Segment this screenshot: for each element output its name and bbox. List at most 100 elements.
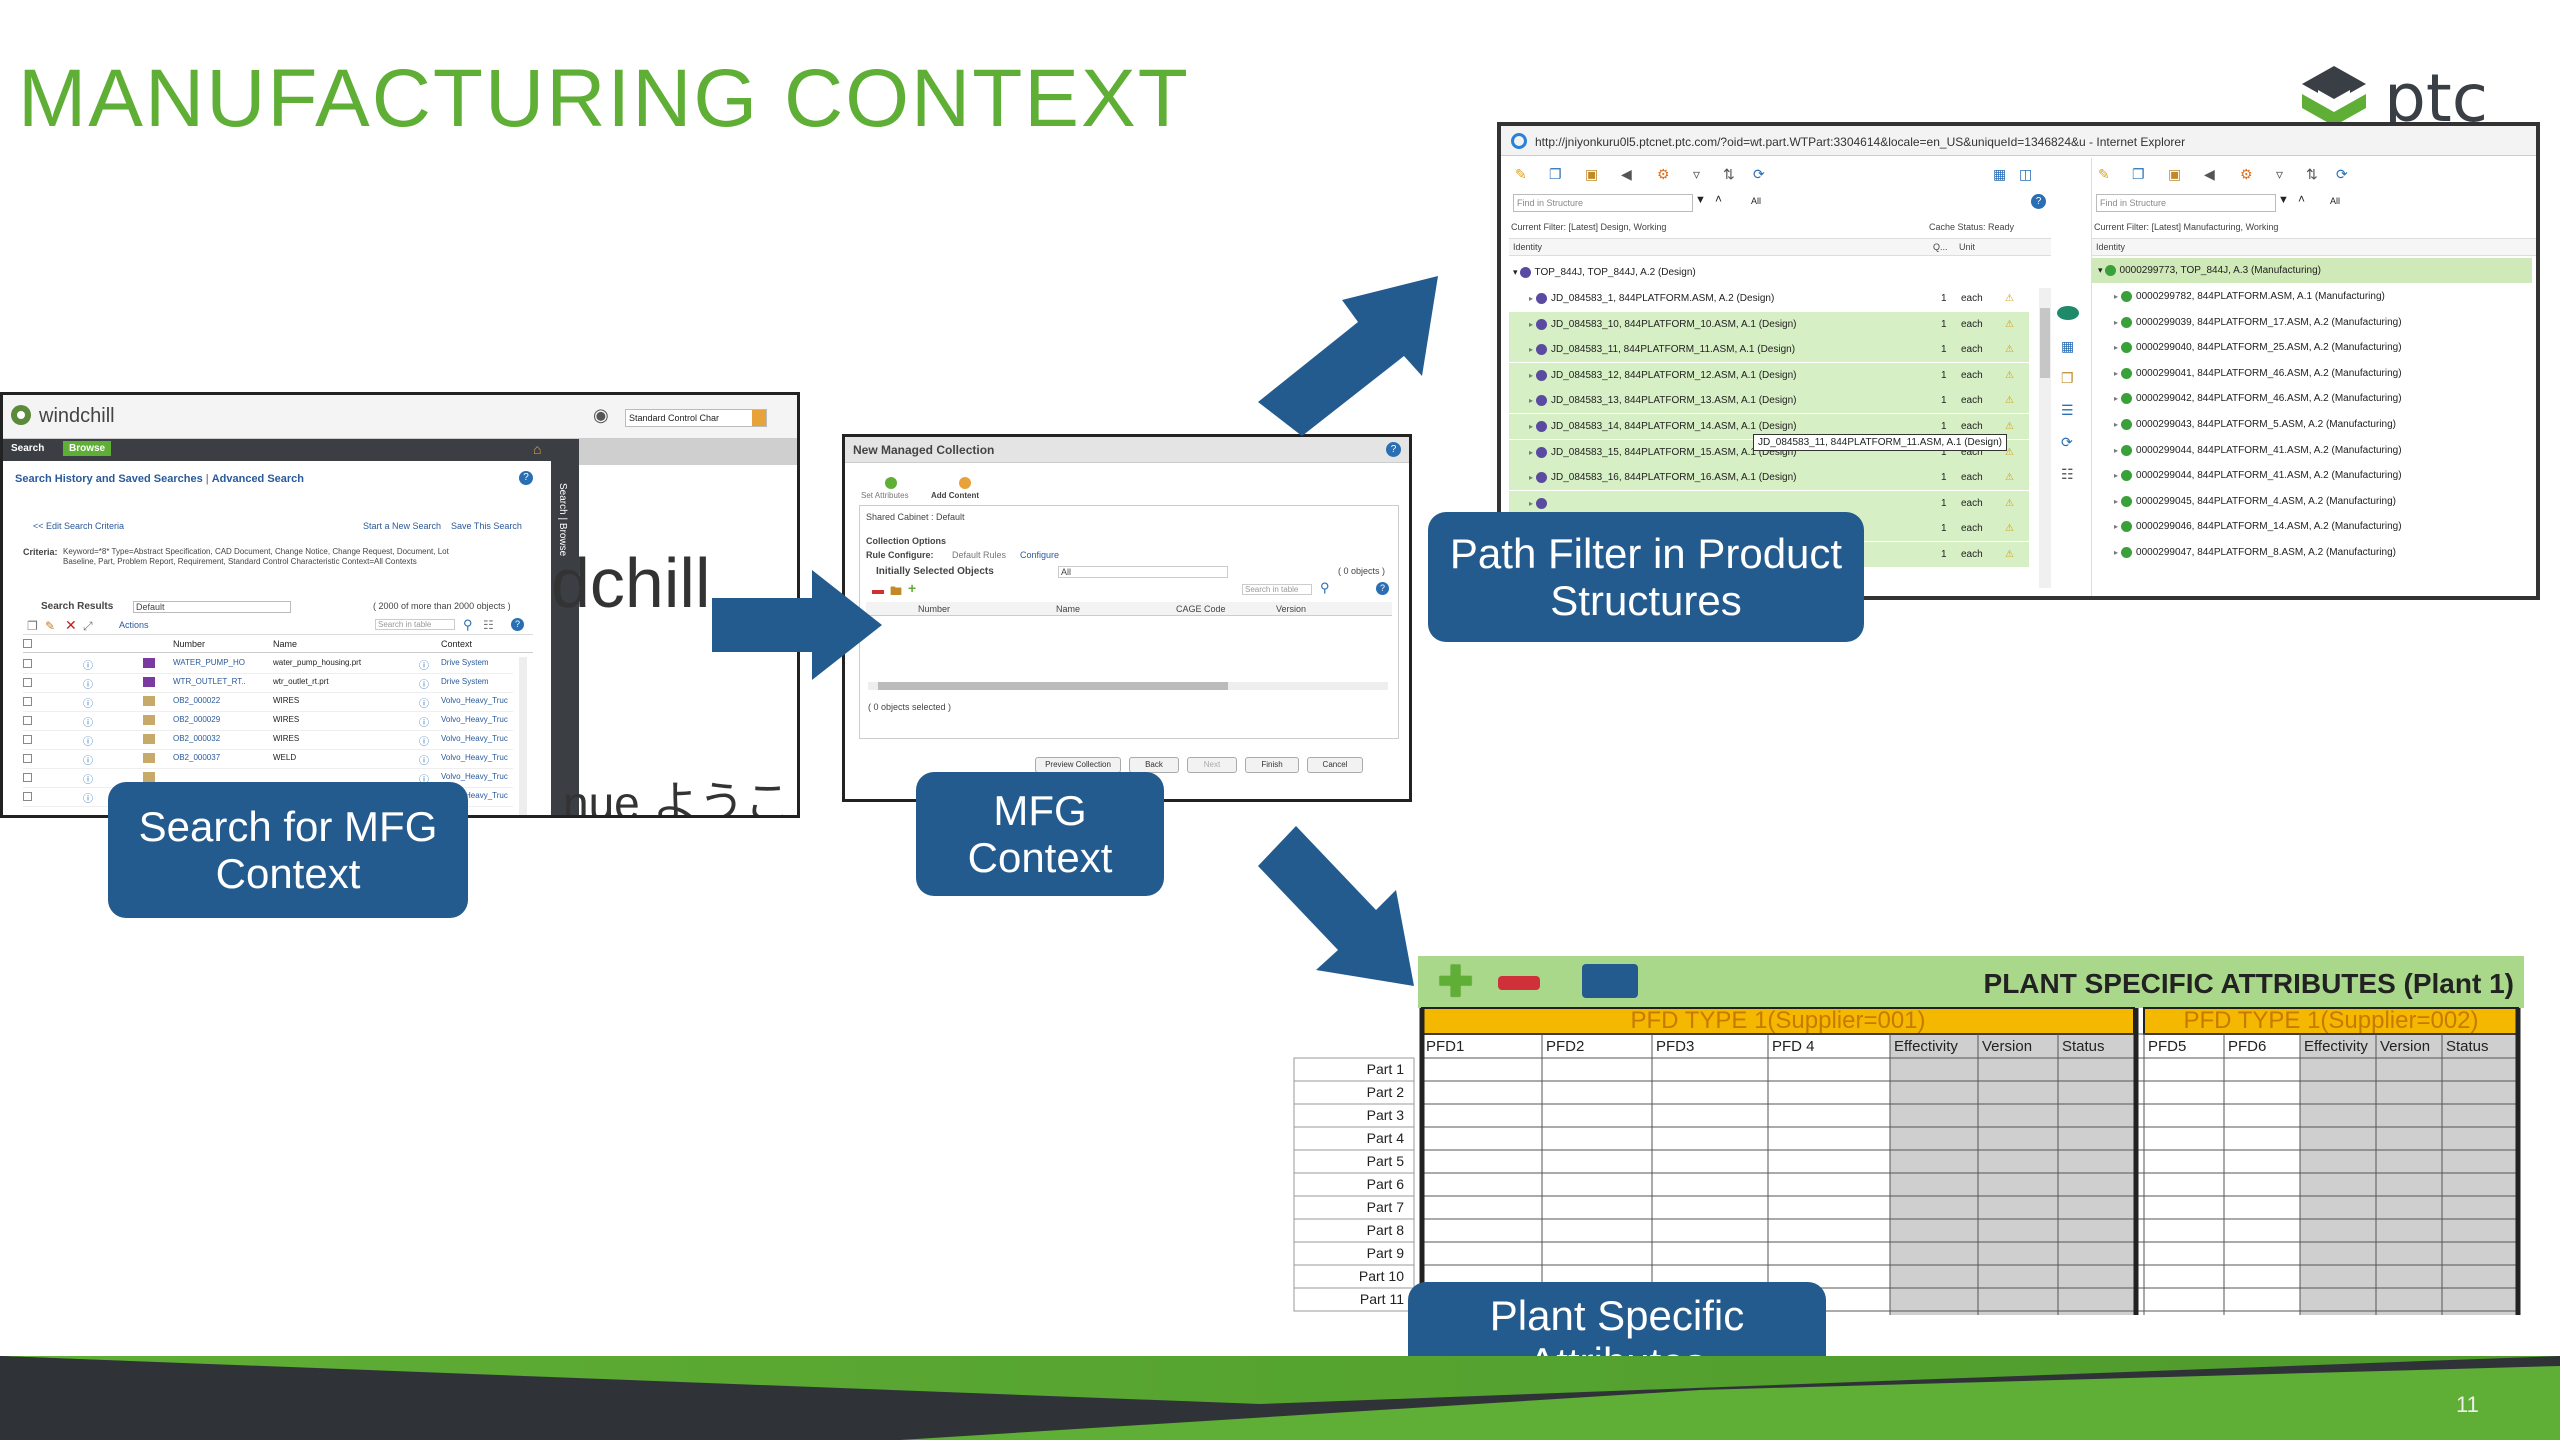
paste-tool-icon[interactable]: ▣ (1585, 166, 1599, 182)
table-search-input[interactable]: Search in table (375, 619, 455, 630)
help-icon-results[interactable]: ? (511, 618, 524, 631)
expand-icon[interactable]: ▸ (2114, 292, 2119, 301)
help-icon[interactable]: ? (519, 471, 533, 485)
step-set-attributes[interactable]: Set Attributes (861, 491, 909, 500)
side-panel-strip[interactable]: Search | Browse (551, 439, 579, 815)
mfg-back-icon[interactable]: ◀ (2204, 166, 2215, 182)
expand-icon[interactable]: ▸ (1529, 396, 1534, 406)
sort-tool-icon[interactable]: ⇅ (1723, 166, 1735, 182)
row-context[interactable]: Volvo_Heavy_Truc (441, 753, 508, 762)
col-number[interactable]: Number (918, 604, 951, 614)
design-row[interactable]: ▸JD_084583_16, 844PLATFORM_16.ASM, A.1 (… (1509, 465, 2029, 491)
row-checkbox[interactable] (23, 716, 32, 725)
row-number[interactable]: WTR_OUTLET_RT.. (173, 677, 246, 686)
expand-icon[interactable]: ▸ (2114, 471, 2119, 481)
mfg-find-input[interactable]: Find in Structure (2096, 194, 2276, 212)
info-icon[interactable]: ⓘ (83, 756, 93, 767)
info-icon[interactable]: ⓘ (83, 718, 93, 729)
move-icon[interactable]: ⤢ (83, 619, 93, 633)
notification-bell-icon[interactable]: ◉ (593, 405, 609, 425)
mfg-refresh-icon[interactable]: ⟳ (2336, 166, 2348, 182)
layout-tool-icon[interactable]: ▦ (1993, 166, 2007, 182)
compare-eye-icon[interactable] (2057, 306, 2079, 320)
expand-icon[interactable]: ▸ (2114, 317, 2119, 327)
tab-browse[interactable]: Browse (63, 441, 112, 456)
search-icon[interactable]: ⚲ (463, 617, 473, 632)
expand-icon[interactable]: ▾ (2098, 265, 2103, 275)
dialog-button-finish[interactable]: Finish (1245, 757, 1299, 773)
edit-criteria-link[interactable]: << Edit Search Criteria (33, 521, 125, 531)
find-in-structure-input[interactable]: Find in Structure (1513, 194, 1693, 212)
add-icon[interactable]: + (908, 580, 917, 596)
design-row[interactable]: ▸JD_084583_1, 844PLATFORM.ASM, A.2 (Desi… (1509, 286, 2029, 311)
col-version[interactable]: Version (1276, 604, 1307, 614)
expand-icon[interactable]: ▸ (1529, 319, 1534, 329)
row-checkbox[interactable] (23, 678, 32, 687)
home-icon[interactable]: ⌂ (533, 441, 542, 457)
collection-search-icon[interactable]: ⚲ (1320, 580, 1330, 595)
row-checkbox[interactable] (23, 735, 32, 744)
align-icon[interactable]: ▦ (2061, 338, 2075, 354)
edit-tool-icon[interactable]: ✎ (1515, 166, 1527, 182)
mfg-root-row[interactable]: ▾ 0000299773, TOP_844J, A.3 (Manufacturi… (2092, 258, 2532, 283)
find-all-button[interactable]: All (1751, 196, 1762, 206)
design-row[interactable]: ▸JD_084583_12, 844PLATFORM_12.ASM, A.1 (… (1509, 362, 2029, 388)
context-info-icon[interactable]: ⓘ (419, 718, 429, 729)
scrollbar-thumb[interactable] (878, 682, 1228, 690)
column-header[interactable]: PFD3 (1656, 1038, 1694, 1055)
mfg-edit-icon[interactable]: ✎ (2098, 166, 2110, 182)
info-icon[interactable]: ⓘ (83, 737, 93, 748)
row-context[interactable]: Volvo_Heavy_Truc (441, 734, 508, 743)
find-prev-icon[interactable]: ˄ (1715, 192, 1723, 206)
expand-icon[interactable]: ▸ (1529, 447, 1534, 457)
back-tool-icon[interactable]: ◀ (1621, 166, 1632, 182)
row-checkbox[interactable] (23, 659, 32, 668)
dialog-button-next[interactable]: Next (1187, 757, 1237, 773)
tree-icon[interactable]: ☰ (2061, 402, 2074, 418)
design-v-scrollbar[interactable] (2039, 288, 2051, 588)
copy-icon[interactable]: ❐ (2061, 370, 2074, 386)
row-context[interactable]: Volvo_Heavy_Truc (441, 696, 508, 705)
step-add-content[interactable]: Add Content (931, 491, 979, 500)
expand-icon[interactable]: ▸ (1529, 498, 1534, 508)
mfg-row[interactable]: ▸0000299782, 844PLATFORM.ASM, A.1 (Manuf… (2092, 284, 2532, 309)
context-info-icon[interactable]: ⓘ (419, 737, 429, 748)
mfg-chevron-down-icon[interactable]: ▼ (2278, 194, 2289, 206)
mfg-filter-icon[interactable]: ▿ (2276, 166, 2284, 182)
row-number[interactable]: WATER_PUMP_HO (173, 658, 246, 667)
select-all-checkbox[interactable] (23, 639, 32, 648)
list-icon[interactable]: ☷ (2061, 466, 2074, 482)
mfg-row[interactable]: ▸0000299042, 844PLATFORM_46.ASM, A.2 (Ma… (2092, 386, 2532, 411)
row-context[interactable]: Drive System (441, 677, 489, 686)
expand-icon[interactable]: ▸ (2114, 420, 2119, 429)
mfg-settings-icon[interactable]: ⚙ (2240, 166, 2253, 182)
expand-icon[interactable]: ▸ (2114, 445, 2119, 455)
context-info-icon[interactable]: ⓘ (419, 699, 429, 710)
expand-icon[interactable]: ▸ (2114, 368, 2119, 378)
actions-menu[interactable]: Actions (119, 620, 149, 630)
row-context[interactable]: Drive System (441, 658, 489, 667)
context-info-icon[interactable]: ⓘ (419, 680, 429, 691)
mfg-find-all-button[interactable]: All (2330, 196, 2341, 206)
mfg-find-prev-icon[interactable]: ˄ (2298, 192, 2306, 206)
column-header[interactable]: Version (1982, 1038, 2032, 1055)
column-header[interactable]: PFD 4 (1772, 1038, 1815, 1055)
design-row[interactable]: ▸JD_084583_13, 844PLATFORM_13.ASM, A.1 (… (1509, 388, 2029, 414)
settings-tool-icon[interactable]: ⚙ (1657, 166, 1670, 182)
save-search-link[interactable]: Save This Search (451, 521, 522, 531)
column-header[interactable]: PFD2 (1546, 1038, 1584, 1055)
expand-icon[interactable]: ▸ (1529, 422, 1534, 431)
mfg-row[interactable]: ▸0000299043, 844PLATFORM_5.ASM, A.2 (Man… (2092, 412, 2532, 437)
info-icon[interactable]: ⓘ (83, 680, 93, 691)
column-header[interactable]: Effectivity (2304, 1038, 2368, 1055)
col-unit[interactable]: Unit (1959, 242, 1976, 252)
row-number[interactable]: OB2_000037 (173, 753, 221, 762)
row-number[interactable]: OB2_000029 (173, 715, 221, 724)
link-advanced-search[interactable]: Advanced Search (211, 473, 305, 485)
expand-icon[interactable]: ▸ (1529, 345, 1534, 355)
col-name[interactable]: Name (273, 639, 298, 649)
mfg-row[interactable]: ▸0000299046, 844PLATFORM_14.ASM, A.2 (Ma… (2092, 514, 2532, 539)
mfg-row[interactable]: ▸0000299045, 844PLATFORM_4.ASM, A.2 (Man… (2092, 489, 2532, 514)
